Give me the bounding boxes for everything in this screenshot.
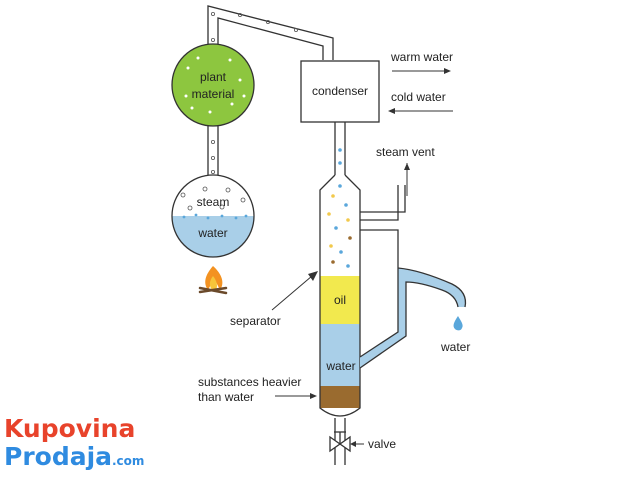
separator-water-label: water — [325, 359, 355, 373]
connecting-pipe — [207, 125, 219, 178]
condensate-pipe — [334, 122, 346, 175]
water-outlet-label: water — [440, 340, 470, 354]
watermark-line2: Prodaja — [4, 442, 112, 471]
separator-vessel: oil water — [319, 174, 467, 417]
boiling-flask: steam water — [171, 174, 255, 258]
heavier-substances-pointer: substances heavier than water — [198, 375, 317, 404]
watermark-suffix: .com — [112, 454, 144, 468]
cold-water-arrow: cold water — [388, 90, 453, 114]
warm-water-arrow: warm water — [390, 50, 453, 74]
steam-vent: steam vent — [376, 145, 435, 196]
watermark-line1: Kupovina — [4, 414, 135, 443]
steam-vent-label: steam vent — [376, 145, 435, 159]
plant-material-label-line1: plant — [200, 70, 227, 84]
heavier-substances-label-line2: than water — [198, 390, 254, 404]
condenser: condenser — [300, 60, 380, 123]
separator-label: separator — [230, 314, 281, 328]
valve-icon — [329, 431, 364, 453]
heavier-substances-label-line1: substances heavier — [198, 375, 301, 389]
separator-pointer: separator — [230, 271, 318, 328]
top-pipe — [207, 5, 334, 60]
watermark-logo: Kupovina Prodaja .com — [4, 414, 144, 471]
steam-label: steam — [197, 195, 230, 209]
condensate-droplets — [327, 184, 352, 268]
water-overflow-arm — [359, 229, 467, 369]
warm-water-label: warm water — [390, 50, 453, 64]
campfire-icon — [198, 266, 228, 295]
oil-label: oil — [334, 293, 346, 307]
condenser-label: condenser — [312, 84, 368, 98]
plant-material-flask: plant material — [171, 43, 255, 127]
plant-material-label-line2: material — [192, 87, 235, 101]
flask-water-label: water — [197, 226, 227, 240]
valve-label: valve — [368, 437, 396, 451]
cold-water-label: cold water — [391, 90, 446, 104]
water-drop-icon — [453, 316, 463, 331]
